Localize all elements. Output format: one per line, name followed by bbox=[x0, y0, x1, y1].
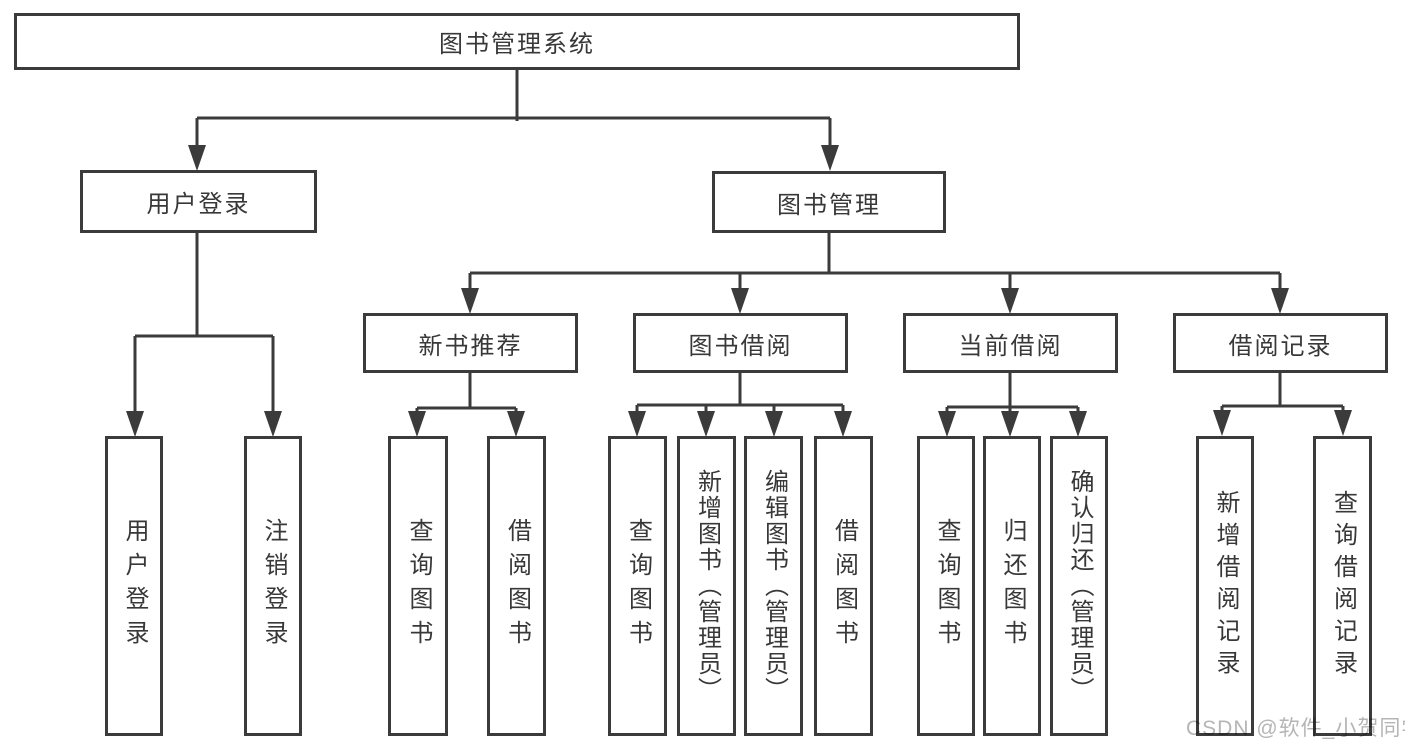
arrow-down-icon bbox=[938, 411, 956, 437]
arrow-down-icon bbox=[188, 145, 206, 171]
arrow-down-icon bbox=[821, 145, 839, 171]
leaf-label: 借阅图书 bbox=[830, 518, 858, 654]
leaf-add-books-admin: 新增图书（管理员） bbox=[677, 436, 736, 736]
leaf-label: 查询图书 bbox=[405, 518, 432, 654]
leaf-label: 查询图书 bbox=[933, 518, 960, 654]
node-borrowing-records: 借阅记录 bbox=[1173, 313, 1388, 373]
arrow-down-icon bbox=[1213, 410, 1231, 436]
arrow-down-icon bbox=[731, 288, 749, 314]
leaf-query-books-recommend: 查询图书 bbox=[388, 436, 448, 736]
node-new-book-recommendation: 新书推荐 bbox=[363, 313, 578, 373]
arrow-down-icon bbox=[834, 411, 852, 437]
leaf-label: 确认归还（管理员） bbox=[1066, 469, 1093, 703]
arrow-down-icon bbox=[1001, 411, 1019, 437]
leaf-query-books-current: 查询图书 bbox=[917, 436, 975, 736]
arrow-down-icon bbox=[628, 411, 646, 437]
leaf-logout: 注销登录 bbox=[244, 436, 302, 736]
arrow-down-icon bbox=[264, 411, 282, 437]
node-root: 图书管理系统 bbox=[14, 13, 1020, 70]
arrow-down-icon bbox=[1334, 410, 1352, 436]
leaf-label: 查询借阅记录 bbox=[1329, 490, 1357, 682]
arrow-down-icon bbox=[1069, 411, 1087, 437]
leaf-return-books: 归还图书 bbox=[983, 436, 1041, 736]
leaf-query-books-borrowing: 查询图书 bbox=[608, 436, 667, 736]
arrow-down-icon bbox=[126, 411, 144, 437]
arrow-down-icon bbox=[1271, 288, 1289, 314]
node-current-borrowing: 当前借阅 bbox=[903, 313, 1118, 373]
arrow-down-icon bbox=[765, 411, 783, 437]
leaf-label: 借阅图书 bbox=[503, 518, 531, 654]
arrow-down-icon bbox=[507, 411, 525, 437]
arrow-down-icon bbox=[697, 411, 715, 437]
leaf-borrow-books: 借阅图书 bbox=[814, 436, 873, 736]
leaf-label: 用户登录 bbox=[121, 518, 148, 654]
arrow-down-icon bbox=[461, 288, 479, 314]
leaf-label: 注销登录 bbox=[260, 518, 287, 654]
leaf-edit-books-admin: 编辑图书（管理员） bbox=[744, 436, 803, 736]
arrowheads bbox=[126, 145, 1352, 437]
leaf-label: 查询图书 bbox=[624, 518, 652, 654]
leaf-user-login: 用户登录 bbox=[105, 436, 163, 736]
leaf-add-borrow-record: 新增借阅记录 bbox=[1196, 436, 1254, 736]
arrow-down-icon bbox=[1001, 288, 1019, 314]
leaf-confirm-return-admin: 确认归还（管理员） bbox=[1050, 436, 1108, 736]
leaf-label: 新增借阅记录 bbox=[1212, 490, 1239, 682]
leaf-label: 新增图书（管理员） bbox=[693, 469, 721, 703]
leaf-label: 归还图书 bbox=[999, 518, 1026, 654]
leaf-label: 编辑图书（管理员） bbox=[760, 469, 788, 703]
csdn-watermark: CSDN @软件_小贺同学 bbox=[1186, 717, 1405, 740]
node-book-management: 图书管理 bbox=[712, 171, 946, 233]
arrow-down-icon bbox=[408, 411, 426, 437]
node-book-borrowing: 图书借阅 bbox=[633, 313, 848, 373]
node-user-login: 用户登录 bbox=[80, 170, 317, 233]
connector-path bbox=[133, 70, 1345, 416]
leaf-query-borrow-record: 查询借阅记录 bbox=[1313, 436, 1372, 736]
leaf-borrow-books-recommend: 借阅图书 bbox=[487, 436, 546, 736]
